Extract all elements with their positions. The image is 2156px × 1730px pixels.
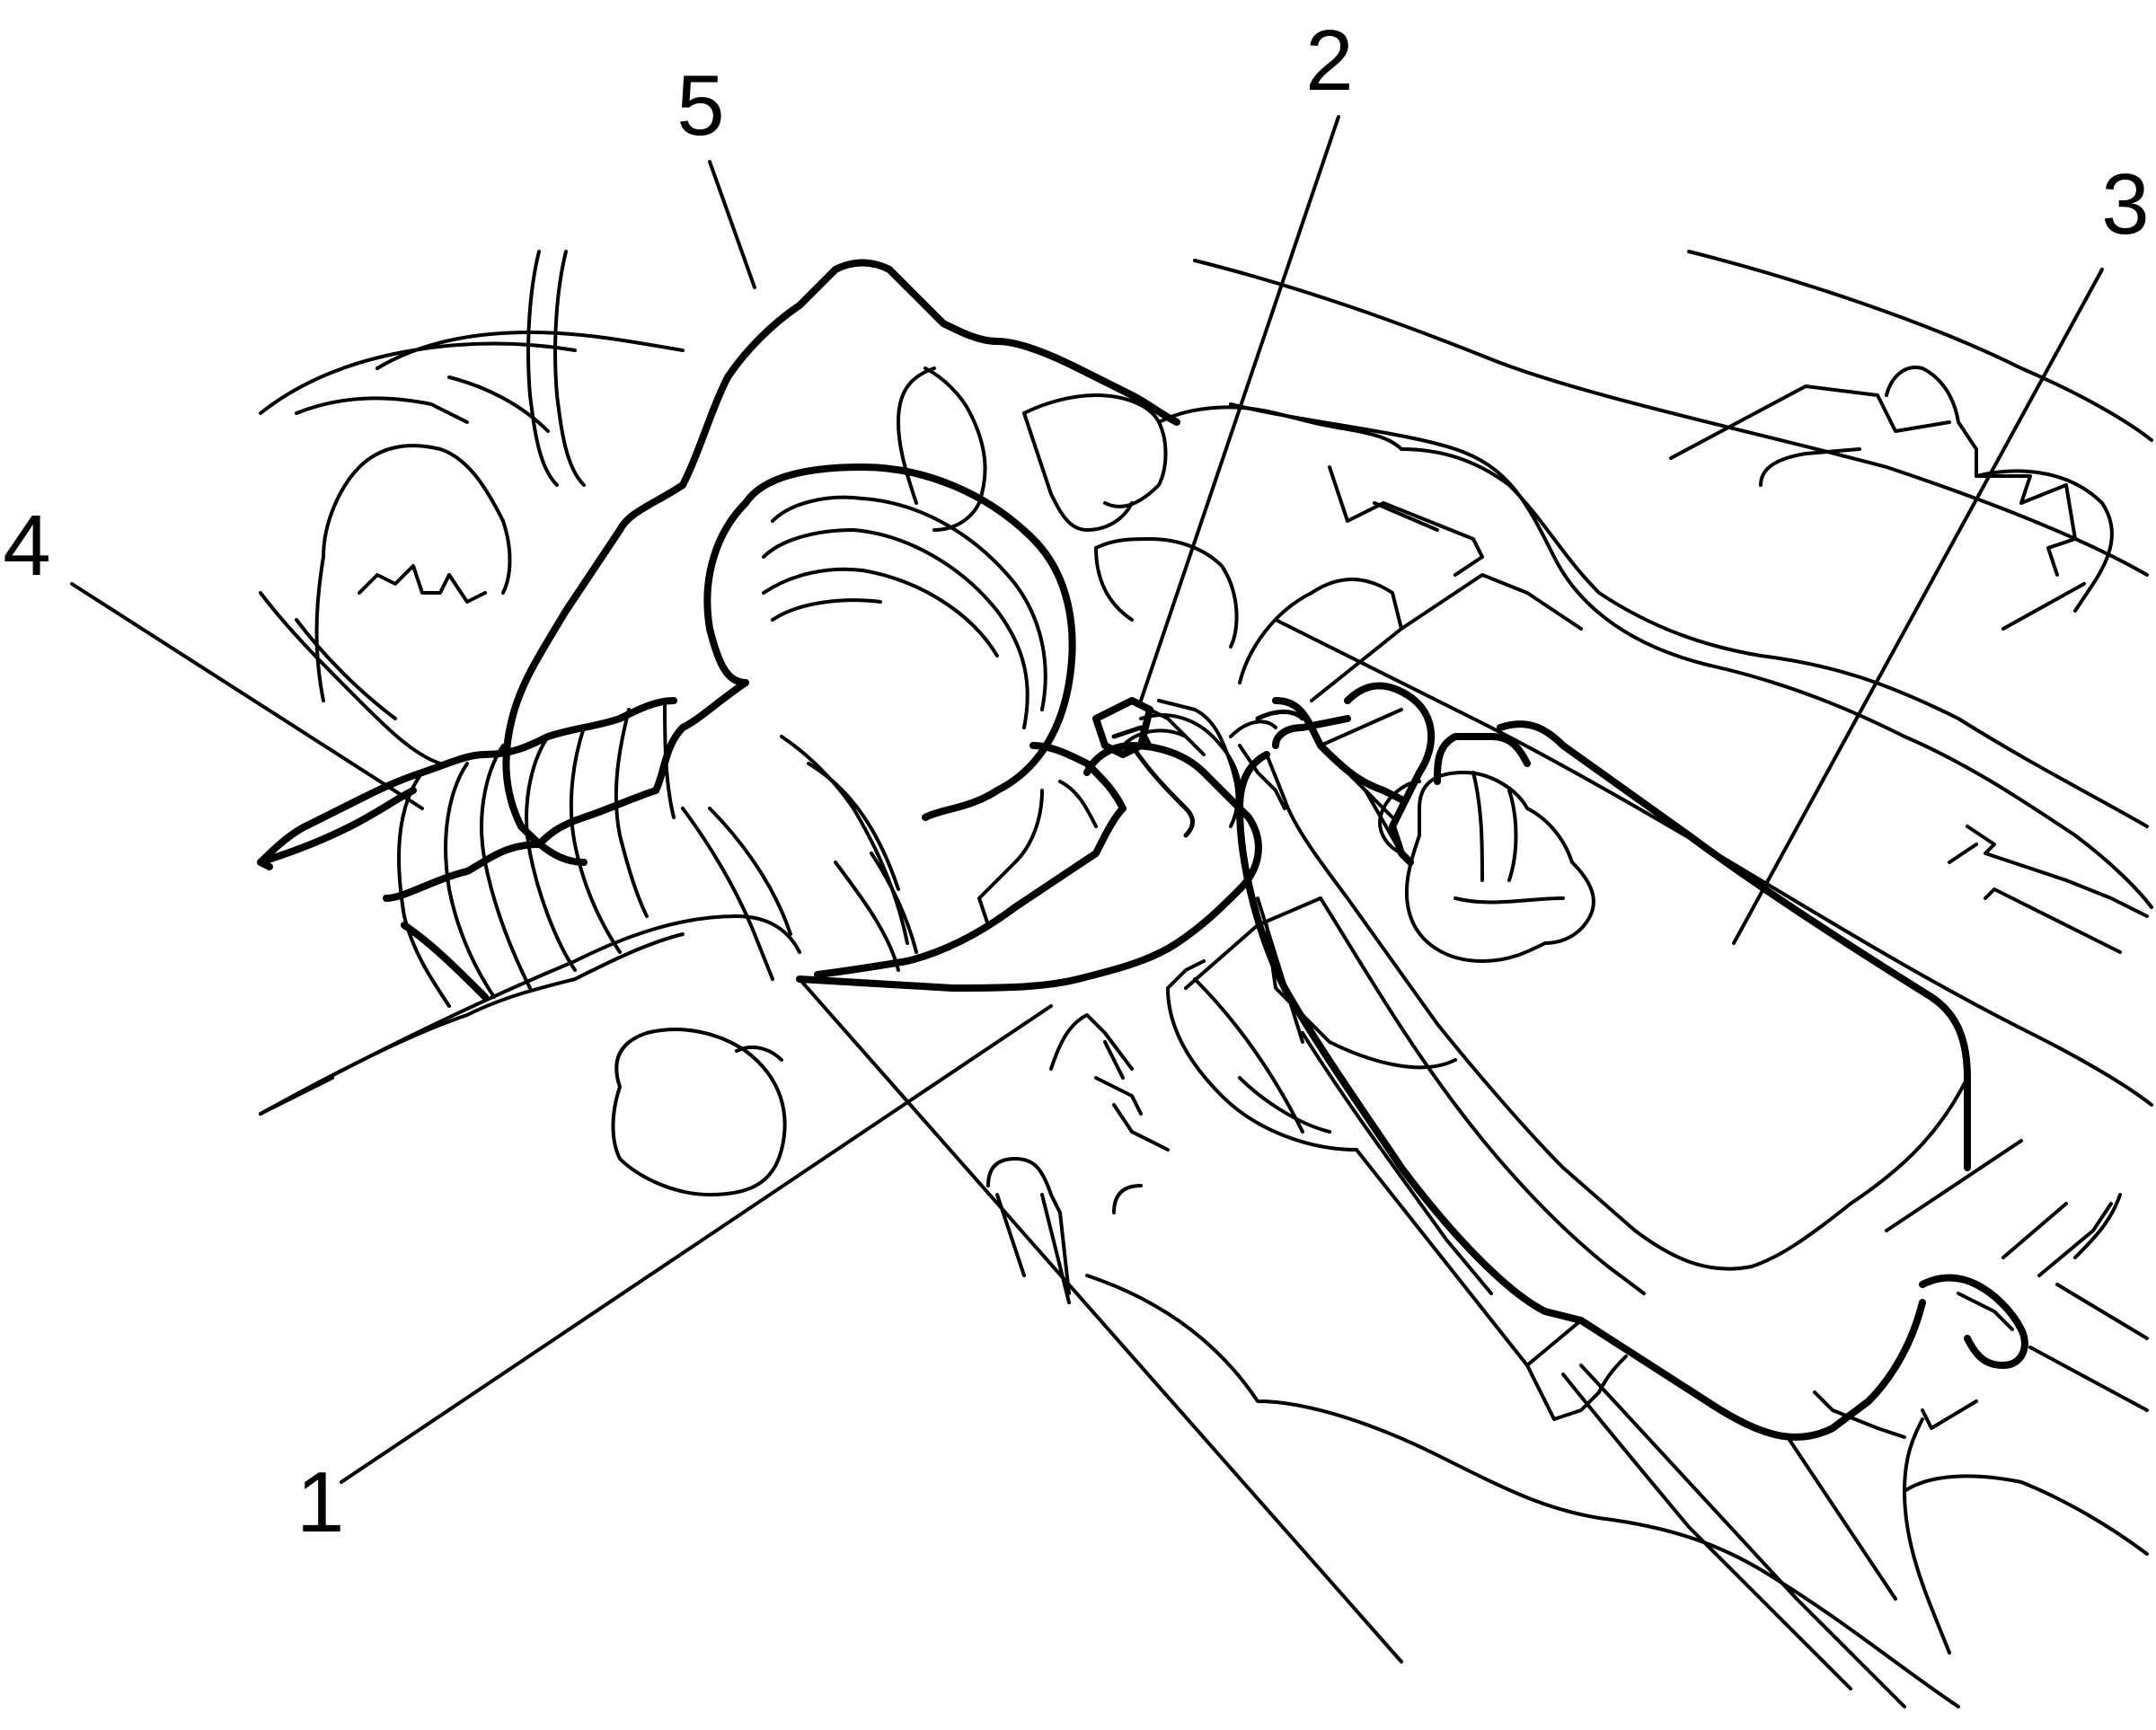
callout-labels: 1 2 3 4 5 xyxy=(3,13,2149,1550)
leader-4 xyxy=(70,582,424,810)
callout-2: 2 xyxy=(1305,13,1353,109)
leader-1 xyxy=(340,1004,1053,1484)
callout-1: 1 xyxy=(296,1454,344,1550)
upper-hoses xyxy=(257,250,685,1116)
intake-duct xyxy=(383,463,1262,992)
callout-leaders xyxy=(70,115,2104,1664)
callout-4: 4 xyxy=(3,498,50,594)
foreground-support xyxy=(259,914,2149,1708)
radiator-support xyxy=(259,932,685,1116)
leader-2 xyxy=(1139,115,1340,702)
resonator-cap xyxy=(1378,733,1595,963)
leader-5 xyxy=(708,160,756,289)
callout-3: 3 xyxy=(2101,156,2149,252)
mount-bracket xyxy=(1885,1139,2149,1412)
bellows-duct xyxy=(257,697,677,1008)
callout-5: 5 xyxy=(676,57,724,154)
air-cleaner-housing xyxy=(1166,715,1971,1441)
outlet-pipe xyxy=(1229,682,1435,866)
hose-clamp xyxy=(1092,697,1240,838)
leader-3 xyxy=(1732,268,2104,945)
background-panels xyxy=(1157,250,2153,1107)
resonator xyxy=(502,259,1239,866)
leader-1b xyxy=(798,977,1403,1664)
